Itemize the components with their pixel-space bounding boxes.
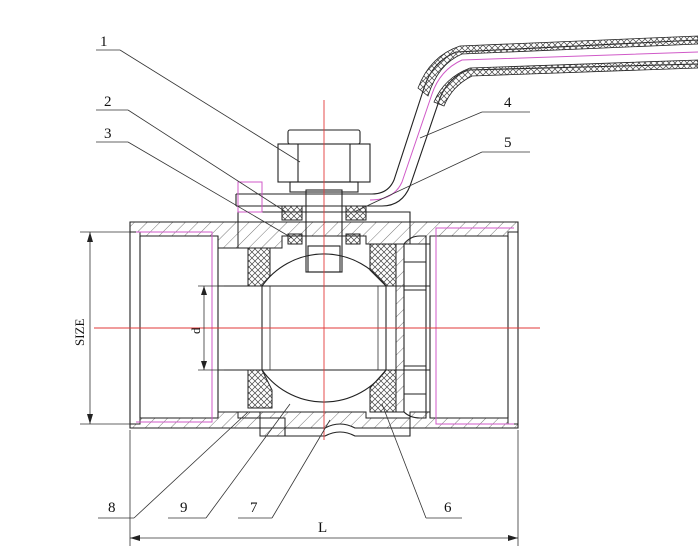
handle-lever	[235, 35, 698, 213]
center-lines	[94, 100, 540, 440]
dimension-size-label: SIZE	[72, 319, 87, 347]
dimension-bore	[198, 285, 224, 371]
leader-lines	[96, 49, 530, 519]
callout-8: 8	[108, 500, 116, 516]
callout-9: 9	[180, 500, 188, 516]
end-cap	[395, 235, 427, 419]
callout-4: 4	[504, 95, 512, 111]
dimension-size	[80, 231, 130, 425]
dimension-length	[129, 430, 519, 546]
seats	[247, 243, 397, 413]
stem	[281, 189, 367, 273]
callout-3: 3	[104, 126, 112, 142]
dimension-length-label: L	[318, 520, 327, 536]
dimension-bore-label: d	[188, 327, 203, 334]
callout-2: 2	[104, 94, 112, 110]
callout-1: 1	[100, 34, 108, 50]
callout-6: 6	[444, 500, 452, 516]
callout-5: 5	[504, 135, 512, 151]
callout-7: 7	[250, 500, 258, 516]
